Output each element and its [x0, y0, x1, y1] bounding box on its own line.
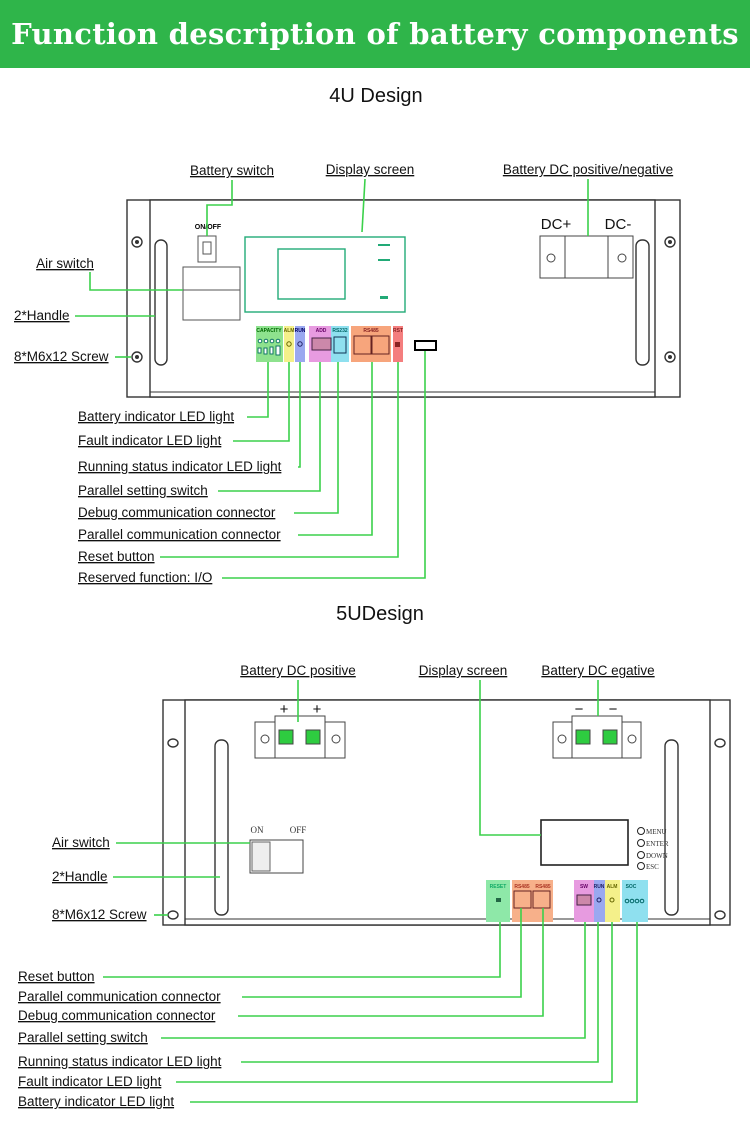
chassis-5u: + + − − ON OFF MENU ENTER — [162, 699, 731, 926]
module-label-sw: SW — [580, 884, 588, 890]
module-label-capacity: CAPACITY — [256, 328, 282, 334]
handle-left-4u — [154, 239, 168, 366]
port-modules-4u: CAPACITY ALM RUN ADD RS232 RS485 RST — [256, 326, 437, 362]
handle-right-5u — [664, 739, 679, 916]
module-label-rst: RST — [393, 328, 403, 334]
button-menu-label: MENU — [646, 828, 667, 836]
label-parallel-conn-4u: Parallel communication connector — [78, 527, 281, 542]
label-parallel-switch-5u: Parallel setting switch — [18, 1030, 148, 1045]
dc-negative-terminal-5u — [552, 715, 642, 759]
label-screw-5u: 8*M6x12 Screw — [52, 907, 147, 922]
label-reserved-4u: Reserved function: I/O — [78, 570, 212, 585]
minus-text-2: − — [609, 701, 618, 718]
label-screw-4u: 8*M6x12 Screw — [14, 349, 109, 364]
minus-text-1: − — [575, 701, 584, 718]
label-display-screen-4u: Display screen — [326, 162, 415, 177]
label-fault-led-5u: Fault indicator LED light — [18, 1074, 162, 1089]
dc-positive-terminal-5u — [254, 715, 346, 759]
label-battery-led-5u: Battery indicator LED light — [18, 1094, 174, 1109]
button-down-label: DOWN — [646, 852, 668, 860]
label-dc-positive-5u: Battery DC positive — [240, 663, 356, 678]
label-handle-4u: 2*Handle — [14, 308, 70, 323]
module-label-rs232: RS232 — [332, 328, 348, 334]
module-label-rs485: RS485 — [363, 328, 379, 334]
plus-text-1: + — [280, 701, 289, 718]
label-air-switch-5u: Air switch — [52, 835, 110, 850]
handle-left-5u — [214, 739, 229, 916]
label-dc-negative-5u: Battery DC egative — [541, 663, 654, 678]
label-parallel-switch-4u: Parallel setting switch — [78, 483, 208, 498]
module-label-rs485-1: RS485 — [514, 884, 530, 890]
label-running-led-4u: Running status indicator LED light — [78, 459, 282, 474]
label-parallel-conn-5u: Parallel communication connector — [18, 989, 221, 1004]
menu-buttons-5u: MENU ENTER DOWN ESC — [637, 827, 669, 871]
button-esc-label: ESC — [646, 863, 659, 871]
label-debug-conn-5u: Debug communication connector — [18, 1008, 216, 1023]
label-battery-switch: Battery switch — [190, 163, 274, 178]
label-fault-led-4u: Fault indicator LED light — [78, 433, 222, 448]
module-label-reset: RESET — [490, 884, 507, 890]
handle-right-4u — [635, 239, 650, 366]
switch-on-text: ON — [251, 825, 264, 835]
heading-4u: 4U Design — [329, 85, 422, 107]
callouts-4u: Battery switch Display screen Battery DC… — [14, 162, 673, 585]
module-label-rs485-2: RS485 — [535, 884, 551, 890]
label-reset-5u: Reset button — [18, 969, 95, 984]
module-label-alm: ALM — [607, 884, 618, 890]
switch-onoff-text: ON/OFF — [195, 224, 222, 231]
port-modules-5u: RESET RS485 RS485 SW RUN ALM SOC — [486, 880, 648, 922]
button-enter-label: ENTER — [646, 840, 669, 848]
label-running-led-5u: Running status indicator LED light — [18, 1054, 222, 1069]
page-title: Function description of battery componen… — [11, 17, 739, 51]
air-switch-4u — [182, 266, 241, 321]
module-label-run: RUN — [295, 328, 306, 334]
module-label-add: ADD — [316, 328, 327, 334]
screw-holes-4u — [131, 236, 676, 363]
module-label-run: RUN — [594, 884, 605, 890]
display-screen-5u — [540, 819, 629, 866]
title-banner: Function description of battery componen… — [0, 0, 750, 68]
label-handle-5u: 2*Handle — [52, 869, 108, 884]
dc-plus-text: DC+ — [541, 216, 572, 233]
display-screen-4u — [277, 248, 346, 300]
label-air-switch-4u: Air switch — [36, 256, 94, 271]
label-display-screen-5u: Display screen — [419, 663, 508, 678]
reserved-io-4u — [414, 340, 437, 351]
plus-text-2: + — [313, 701, 322, 718]
module-label-alm: ALM — [284, 328, 295, 334]
heading-5u: 5UDesign — [336, 603, 424, 625]
label-debug-conn-4u: Debug communication connector — [78, 505, 276, 520]
module-label-soc: SOC — [626, 884, 637, 890]
switch-off-text: OFF — [290, 825, 307, 835]
callouts-5u: Battery DC positive Display screen Batte… — [18, 663, 655, 1109]
label-dc-pos-neg: Battery DC positive/negative — [503, 162, 673, 177]
chassis-4u: ON/OFF DC+ DC- CAPACITY ALM RUN — [126, 199, 681, 398]
label-reset-4u: Reset button — [78, 549, 155, 564]
dc-minus-text: DC- — [605, 216, 632, 233]
label-battery-led-4u: Battery indicator LED light — [78, 409, 234, 424]
